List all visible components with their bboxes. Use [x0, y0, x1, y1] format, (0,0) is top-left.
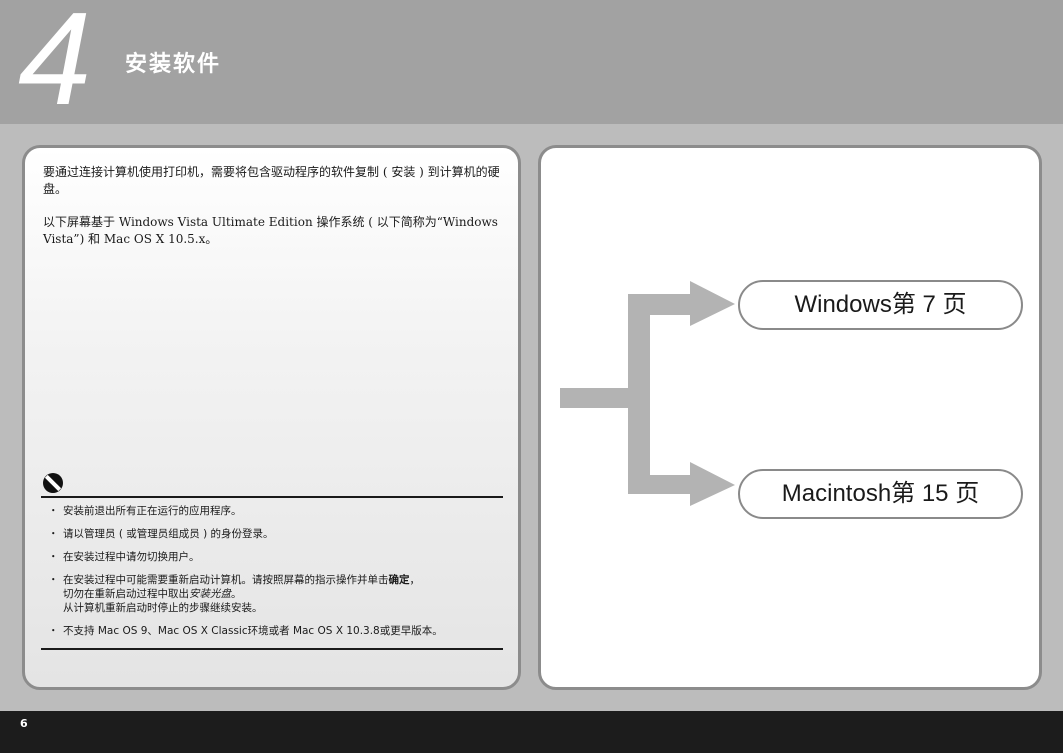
- list-item: ・不支持 Mac OS 9、Mac OS X Classic环境或者 Mac O…: [48, 625, 443, 637]
- note-text: 在安装过程中可能需要重新启动计算机。请按照屏幕的指示操作并单击: [63, 574, 389, 586]
- intro-panel: 要通过连接计算机使用打印机，需要将包含驱动程序的软件复制 ( 安装 ) 到计算机…: [22, 145, 521, 690]
- branch-arrow-graphic: [560, 281, 735, 506]
- intro-paragraph-1: 要通过连接计算机使用打印机，需要将包含驱动程序的软件复制 ( 安装 ) 到计算机…: [43, 165, 500, 196]
- install-cd-label: 安装光盘: [189, 588, 231, 600]
- list-item: ・请以管理员 ( 或管理员组成员 ) 的身份登录。: [48, 528, 274, 540]
- note-text: 从计算机重新启动时停止的步骤继续安装。: [63, 602, 263, 614]
- note-line: 从计算机重新启动时停止的步骤继续安装。: [63, 601, 503, 615]
- list-item: ・安装前退出所有正在运行的应用程序。: [48, 505, 242, 517]
- ok-button-label: 确定: [388, 574, 410, 586]
- windows-page-link[interactable]: Windows第 7 页: [738, 280, 1023, 330]
- caution-icon: [43, 473, 63, 493]
- notes-list: ・安装前退出所有正在运行的应用程序。 ・请以管理员 ( 或管理员组成员 ) 的身…: [41, 504, 503, 647]
- macintosh-page-link[interactable]: Macintosh第 15 页: [738, 469, 1023, 519]
- note-text: 。: [231, 588, 242, 600]
- branch-arrow-shape: [560, 281, 735, 506]
- note-text: ，: [409, 574, 421, 586]
- note-text: 不支持 Mac OS 9、Mac OS X Classic环境或者 Mac OS…: [63, 625, 443, 637]
- list-item: ・在安装过程中请勿切换用户。: [48, 551, 200, 563]
- note-text: 切勿在重新启动过程中取出: [63, 588, 189, 600]
- step-number: 4: [18, 0, 92, 132]
- list-item: ・ 在安装过程中可能需要重新启动计算机。请按照屏幕的指示操作并单击确定， 切勿在…: [41, 573, 503, 615]
- page-title: 安装软件: [125, 52, 222, 77]
- note-text: 请以管理员 ( 或管理员组成员 ) 的身份登录。: [63, 528, 274, 540]
- note-text: 在安装过程中请勿切换用户。: [63, 551, 200, 563]
- notes-top-rule: [41, 496, 503, 498]
- note-line: 切勿在重新启动过程中取出安装光盘。: [63, 587, 503, 601]
- note-line: 在安装过程中可能需要重新启动计算机。请按照屏幕的指示操作并单击确定，: [63, 573, 503, 587]
- page-number: 6: [20, 717, 28, 730]
- navigation-panel: Windows第 7 页 Macintosh第 15 页: [538, 145, 1042, 690]
- header-band: 4 安装软件: [0, 0, 1063, 132]
- notes-bottom-rule: [41, 648, 503, 650]
- intro-paragraph-2: 以下屏幕基于 Windows Vista Ultimate Edition 操作…: [43, 215, 498, 246]
- note-text: 安装前退出所有正在运行的应用程序。: [63, 505, 242, 517]
- footer-bar: 6: [0, 711, 1063, 753]
